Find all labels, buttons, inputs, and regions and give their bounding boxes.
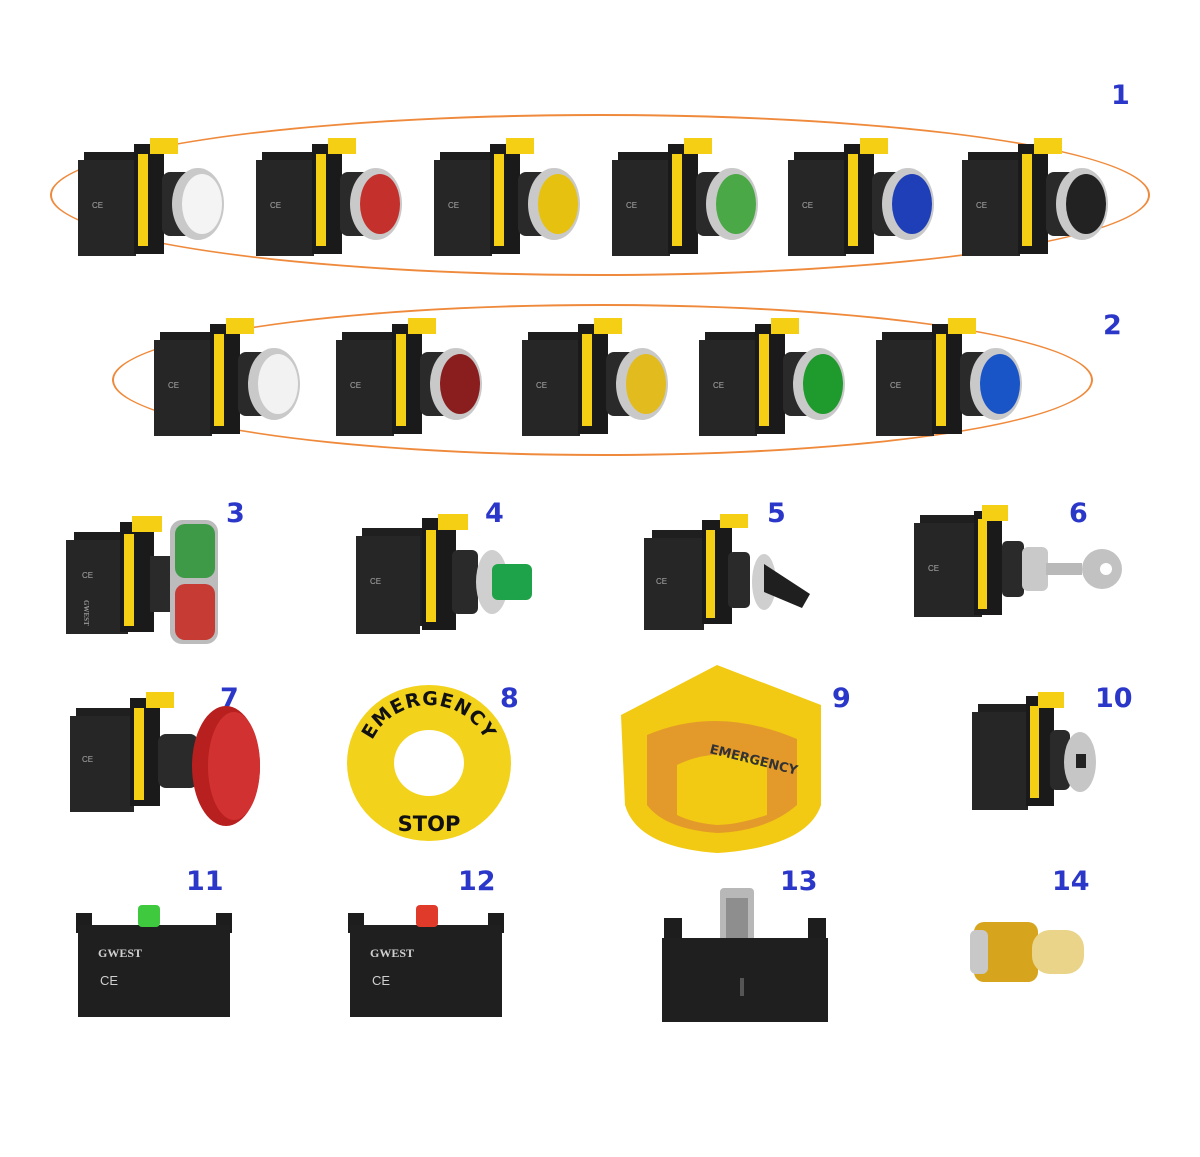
item-number-1: 1 [1111,80,1130,111]
brand-label: GWEST [82,600,90,626]
contact-block-green-image: GWEST CE [76,905,232,1017]
ce-mark: CE [890,381,901,390]
ce-mark: CE [92,201,103,210]
emergency-stop-button-image: CE [70,692,260,826]
key-switch-image: CE [914,505,1122,617]
item-number-4: 4 [485,498,504,529]
ce-mark: CE [976,201,987,210]
ce-mark: CE [656,577,667,586]
ce-mark: CE [370,577,381,586]
emergency-stop-label-image: EMERGENCY STOP [347,685,511,841]
ce-mark: CE [82,755,93,764]
item-number-11: 11 [186,866,224,897]
ce-mark: CE [270,201,281,210]
ce-mark: CE [802,201,813,210]
ce-mark: CE [448,201,459,210]
row1-pushbutton-2: CE [256,138,402,256]
led-bulb-image [970,922,1084,982]
row2-pushbutton-3: CE [522,318,668,436]
item-number-7: 7 [220,683,239,714]
row1-pushbutton-3: CE [434,138,580,256]
item-number-8: 8 [500,683,519,714]
ce-mark: CE [536,381,547,390]
stop-text: STOP [398,812,461,836]
item-number-13: 13 [780,866,818,897]
row2-pushbutton-1: CE [154,318,300,436]
row1-pushbutton-5: CE [788,138,934,256]
key-pushbutton-image [972,692,1096,810]
contact-block-red-image: GWEST CE [348,905,504,1017]
double-pushbutton-image: GWEST CE [66,516,218,644]
item-number-3: 3 [226,498,245,529]
item-number-10: 10 [1095,683,1133,714]
item-number-14: 14 [1052,866,1090,897]
row2-pushbutton-5: CE [876,318,1022,436]
ce-mark: CE [928,564,939,573]
lamp-holder-block-image [662,888,828,1022]
item-number-2: 2 [1103,310,1122,341]
ce-mark: CE [350,381,361,390]
item-number-12: 12 [458,866,496,897]
ce-mark: CE [713,381,724,390]
row2-pushbutton-2: CE [336,318,482,436]
illuminated-selector-switch-image: CE [356,514,532,634]
ce-mark: CE [372,973,390,988]
row1-pushbutton-6: CE [962,138,1108,256]
item-number-5: 5 [767,498,786,529]
ce-mark: CE [626,201,637,210]
group-1-outline [50,114,1150,276]
row1-pushbutton-4: CE [612,138,758,256]
ce-mark: CE [168,381,179,390]
row2-pushbutton-4: CE [699,318,845,436]
ce-mark: CE [100,973,118,988]
group-2-outline [112,304,1093,456]
selector-switch-image: CE [644,514,810,630]
brand-label: GWEST [98,946,142,960]
row1-pushbutton-1: CE [78,138,224,256]
protective-guard-image: EMERGENCY [621,665,821,853]
brand-label: GWEST [370,946,414,960]
ce-mark: CE [82,571,93,580]
item-number-9: 9 [832,683,851,714]
item-number-6: 6 [1069,498,1088,529]
